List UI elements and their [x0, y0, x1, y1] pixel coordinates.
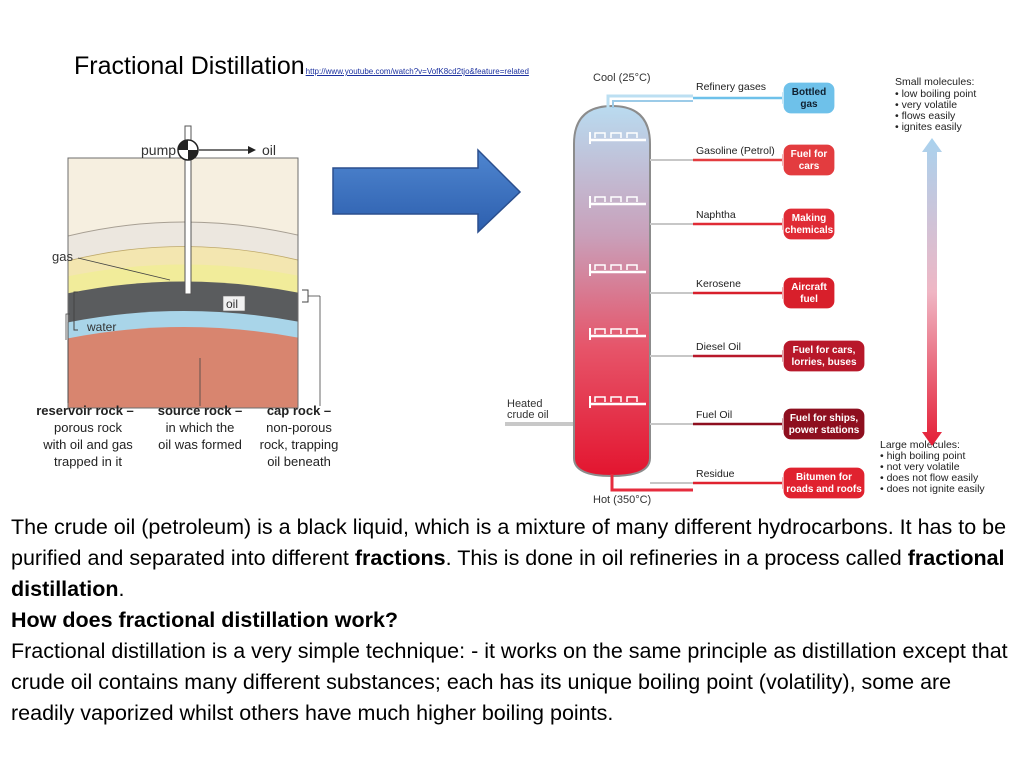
fractionating-column-diagram: Cool (25°C) Hot (350°C) Heated crude oil… [505, 72, 985, 506]
source-rock-layer [68, 327, 298, 408]
bubble-cap [610, 196, 622, 202]
fraction-use-label: gas [800, 99, 818, 110]
bubble-cap [594, 396, 606, 402]
bubble-cap [626, 132, 638, 138]
large-molecules-item: • high boiling point [880, 450, 965, 462]
bubble-cap [626, 264, 638, 270]
small-molecules-title: Small molecules: [895, 76, 974, 88]
question-heading: How does fractional distillation work? [11, 608, 399, 632]
water-label: water [86, 320, 116, 334]
fraction-use-label: fuel [800, 294, 818, 305]
bubble-cap [626, 328, 638, 334]
cool-label: Cool (25°C) [593, 72, 651, 84]
small-molecules-item: • low boiling point [895, 88, 976, 100]
distillation-column [573, 104, 651, 478]
heated-crude-label: crude oil [507, 409, 549, 421]
fraction-use-label: Fuel for cars, [793, 345, 856, 356]
bubble-cap [594, 264, 606, 270]
oil-out-label: oil [262, 142, 276, 158]
fraction-use-label: lorries, buses [791, 357, 856, 368]
source-rock-line: in which the [166, 420, 235, 435]
fraction-name: Kerosene [696, 278, 741, 290]
fraction-use-box [782, 143, 836, 177]
bubble-cap [610, 328, 622, 334]
bubble-cap [626, 396, 638, 402]
oil-well-diagram: pump oil gas oil water reservoir rock – … [36, 125, 339, 469]
fraction-name: Refinery gases [696, 81, 766, 93]
gas-label: gas [52, 249, 73, 264]
intro-paragraph: The crude oil (petroleum) is a black liq… [11, 512, 1011, 605]
fraction-use-label: Fuel for [791, 149, 828, 160]
section-heading: How does fractional distillation work? [11, 605, 1011, 636]
fraction-use-label: cars [799, 161, 820, 172]
right-arrow-icon [332, 148, 522, 234]
fraction-use-box [782, 81, 836, 115]
intro-text: The crude oil (petroleum) is a black liq… [11, 515, 1007, 570]
well-pipe [184, 125, 192, 295]
fraction-name: Gasoline (Petrol) [696, 145, 775, 157]
fraction-name: Residue [696, 468, 735, 480]
large-molecules-item: • does not flow easily [880, 472, 979, 484]
small-molecules-item: • very volatile [895, 99, 957, 111]
fraction-use-label: Bitumen for [796, 472, 852, 483]
fraction-use-label: Aircraft [791, 282, 827, 293]
intro-text: . [118, 577, 125, 601]
fraction-use-box [782, 466, 866, 500]
fraction-use-box [782, 407, 866, 441]
bubble-cap [594, 132, 606, 138]
fraction-use-box [782, 276, 836, 310]
explanation-paragraph: Fractional distillation is a very simple… [11, 639, 1008, 725]
fraction-use-label: Bottled [792, 87, 826, 98]
bubble-cap [626, 196, 638, 202]
oil-out-arrow-icon [248, 146, 256, 154]
source-rock-title: source rock – [158, 403, 243, 418]
reservoir-rock-title: reservoir rock – [36, 403, 134, 418]
intro-text: . This is done in oil refineries in a pr… [445, 546, 908, 570]
bubble-cap [610, 132, 622, 138]
bubble-cap [610, 264, 622, 270]
reservoir-rock-line: porous rock [54, 420, 122, 435]
video-link[interactable]: http://www.youtube.com/watch?v=VofK8cd2t… [305, 67, 529, 76]
heated-crude-label: Heated [507, 398, 542, 410]
fraction-name: Diesel Oil [696, 341, 741, 353]
fraction-use-label: Fuel for ships, [790, 413, 859, 424]
cap-rock-line: oil beneath [267, 454, 331, 469]
body-text: The crude oil (petroleum) is a black liq… [11, 512, 1011, 729]
slide-title: Fractional Distillationhttp://www.youtub… [74, 52, 529, 81]
cap-rock-title: cap rock – [267, 403, 331, 418]
bottom-outlet-pipe [610, 474, 693, 492]
fraction-use-box [782, 339, 866, 373]
bubble-cap [594, 328, 606, 334]
large-molecules-item: • does not ignite easily [880, 483, 985, 495]
small-molecules-item: • flows easily [895, 110, 956, 122]
fractional-distillation-term: fractional distillation [11, 546, 1005, 601]
fraction-use-label: roads and roofs [786, 484, 862, 495]
fraction-name: Fuel Oil [696, 409, 732, 421]
reservoir-rock-line: with oil and gas [42, 437, 133, 452]
small-molecules-item: • ignites easily [895, 121, 962, 133]
bubble-cap [610, 396, 622, 402]
fraction-use-label: power stations [789, 425, 860, 436]
cap-rock-line: non-porous [266, 420, 332, 435]
cap-rock-line: rock, trapping [260, 437, 339, 452]
top-outlet-pipe [606, 94, 693, 108]
fraction-name: Naphtha [696, 209, 736, 221]
bubble-cap [594, 196, 606, 202]
pump-label: pump [141, 142, 176, 158]
fraction-use-label: chemicals [785, 225, 834, 236]
large-molecules-item: • not very volatile [880, 461, 960, 473]
large-molecules-title: Large molecules: [880, 439, 960, 451]
title-text: Fractional Distillation [74, 52, 305, 80]
source-rock-line: oil was formed [158, 437, 242, 452]
fraction-use-label: Making [792, 213, 826, 224]
fraction-use-box [782, 207, 836, 241]
hot-label: Hot (350°C) [593, 494, 651, 506]
double-arrow-icon [922, 138, 942, 446]
fractions-term: fractions [354, 546, 446, 570]
oil-layer-label: oil [226, 297, 238, 311]
reservoir-rock-line: trapped in it [54, 454, 122, 469]
